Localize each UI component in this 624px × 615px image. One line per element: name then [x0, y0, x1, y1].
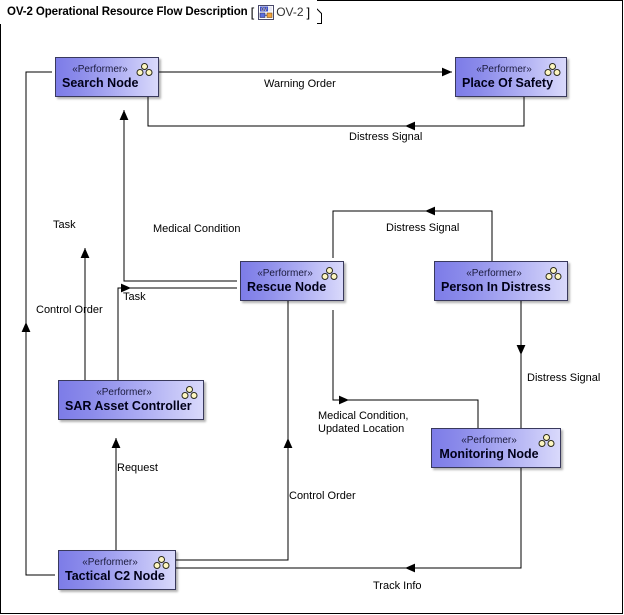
edge-distress-signal-safety-search [147, 97, 525, 127]
edge-label-task-search: Task [53, 219, 76, 231]
edge-medical-condition-updated-location [332, 310, 479, 428]
edge-control-order-left [25, 71, 55, 576]
edge-control-order-rescue [176, 438, 293, 561]
node-rescue-node[interactable]: «Performer» Rescue Node [240, 261, 344, 301]
node-tactical-c2-node[interactable]: «Performer» Tactical C2 Node [58, 550, 176, 590]
node-sar-asset-controller[interactable]: «Performer» SAR Asset Controller [58, 380, 204, 420]
node-stereotype: «Performer» [461, 434, 517, 446]
edge-label-warning-order: Warning Order [264, 78, 336, 90]
node-stereotype: «Performer» [96, 386, 152, 398]
node-stereotype: «Performer» [82, 556, 138, 568]
title-kind-label: OV-2 [276, 5, 304, 19]
node-stereotype: «Performer» [466, 267, 522, 279]
performer-icon [321, 267, 338, 280]
performer-icon [153, 556, 170, 569]
page-title: OV-2 Operational Resource Flow Descripti… [7, 6, 248, 18]
svg-text:OV: OV [261, 7, 267, 12]
edge-label-line-1: Medical Condition, [318, 410, 409, 422]
node-label: Search Node [62, 75, 139, 90]
node-label: SAR Asset Controller [65, 398, 192, 413]
performer-icon [136, 63, 153, 76]
performer-icon [544, 63, 561, 76]
node-label: Person In Distress [441, 279, 551, 294]
node-place-of-safety[interactable]: «Performer» Place Of Safety [455, 57, 567, 97]
node-person-in-distress[interactable]: «Performer» Person In Distress [434, 261, 568, 301]
node-stereotype: «Performer» [257, 267, 313, 279]
node-stereotype: «Performer» [476, 63, 532, 75]
edge-label-distress-signal-pid-rescue: Distress Signal [386, 222, 460, 234]
edge-label-medical-condition-updated-location: Medical Condition, Updated Location [318, 410, 428, 436]
title-bracket-close: ] [306, 4, 311, 20]
performer-icon [545, 267, 562, 280]
node-label: Monitoring Node [439, 446, 539, 461]
edge-label-medical-condition: Medical Condition [153, 223, 241, 235]
edge-label-distress-signal-pid-monitoring: Distress Signal [527, 372, 601, 384]
node-stereotype: «Performer» [72, 63, 128, 75]
diagram-title-bar: OV-2 Operational Resource Flow Descripti… [0, 0, 318, 24]
edge-task-rescue-arrow [117, 283, 131, 300]
edge-medical-condition [119, 110, 237, 282]
performer-icon [181, 386, 198, 399]
edge-label-control-order-rescue: Control Order [289, 490, 356, 502]
edge-track-info [176, 468, 522, 569]
node-label: Place Of Safety [462, 75, 554, 90]
edge-distress-signal-pid-rescue [332, 210, 493, 261]
edge-label-control-order-left: Control Order [36, 304, 103, 316]
edge-label-distress-signal-safety-search: Distress Signal [349, 131, 423, 143]
title-bracket-open: [ [250, 4, 255, 20]
node-search-node[interactable]: «Performer» Search Node [55, 57, 159, 97]
node-label: Tactical C2 Node [65, 568, 165, 583]
ov2-diagram-icon: OV [258, 4, 275, 20]
edge-label-track-info: Track Info [373, 580, 422, 592]
node-monitoring-node[interactable]: «Performer» Monitoring Node [431, 428, 561, 468]
performer-icon [538, 434, 555, 447]
edge-label-request: Request [117, 462, 158, 474]
edge-label-task-rescue: Task [123, 291, 146, 303]
node-label: Rescue Node [247, 279, 327, 294]
edge-label-line-2: Updated Location [318, 423, 405, 435]
